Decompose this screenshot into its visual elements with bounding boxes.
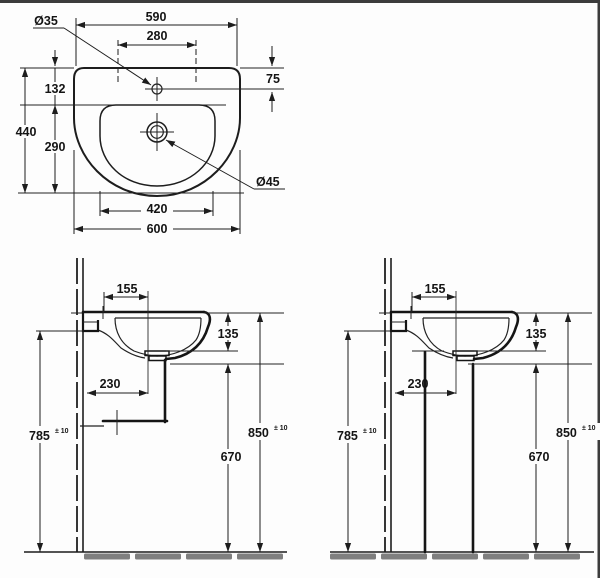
drain-flange (452, 350, 478, 357)
reference-lines (344, 312, 592, 365)
dim-420-label: 420 (147, 202, 168, 216)
drain-flange (144, 350, 170, 357)
bowl-outline (99, 104, 216, 187)
dim-132-label: 132 (45, 82, 66, 96)
dim-785: 785 ± 10 (335, 331, 382, 552)
drain-hole (140, 113, 174, 151)
frame-top (0, 0, 600, 3)
dim-280: 280 (117, 29, 197, 82)
dim-230-label: 230 (100, 377, 121, 391)
dim-850-label: 850 (248, 426, 269, 440)
side-view-wall-drain: 155 230 135 670 850 ± 10 785 ± 10 (24, 258, 293, 560)
frame-right (597, 0, 600, 578)
side-view-floor-drain: 155 230 135 670 850 ± 10 785 ± 10 (330, 258, 600, 560)
dim-600: 600 (73, 150, 241, 236)
dim-785-tolerance: ± 10 (363, 428, 377, 435)
dim-785-label: 785 (337, 429, 358, 443)
dim-280-label: 280 (147, 29, 168, 43)
dim-670: 670 (527, 364, 552, 552)
top-view: 590 280 75 132 290 (13, 10, 285, 236)
dim-440-label: 440 (16, 125, 37, 139)
dim-290-label: 290 (45, 140, 66, 154)
dim-135: 135 (217, 313, 239, 351)
dim-785-label: 785 (29, 429, 50, 443)
dim-670: 670 (219, 364, 244, 552)
basin-section (379, 291, 520, 394)
tap-hole-diameter-label: Ø35 (34, 14, 58, 28)
dim-135-label: 135 (526, 327, 547, 341)
basin-section (71, 291, 212, 394)
dim-290: 290 (42, 105, 68, 193)
dim-75: 75 (263, 46, 283, 112)
dim-785-tolerance: ± 10 (55, 428, 69, 435)
dim-590: 590 (75, 10, 238, 66)
dim-670-label: 670 (221, 450, 242, 464)
drain-diameter-leader: Ø45 (165, 139, 285, 190)
dim-590-label: 590 (146, 10, 167, 24)
dim-600-label: 600 (147, 222, 168, 236)
dim-850: 850 ± 10 (554, 313, 600, 552)
basin-outline (73, 67, 241, 198)
tap-hole (151, 77, 163, 101)
dim-670-label: 670 (529, 450, 550, 464)
dim-785: 785 ± 10 (27, 331, 74, 552)
wall-drain-pipe (80, 358, 169, 435)
dim-132: 132 (42, 50, 68, 105)
dim-230: 230 (395, 377, 456, 397)
dim-155: 155 (103, 282, 148, 312)
dim-420: 420 (99, 191, 214, 216)
dim-850-tolerance: ± 10 (274, 425, 288, 432)
floor-hatch (84, 553, 283, 560)
dim-230: 230 (87, 377, 148, 397)
dim-850-label: 850 (556, 426, 577, 440)
dim-155-label: 155 (117, 282, 138, 296)
drain-diameter-label: Ø45 (256, 175, 280, 189)
dim-850: 850 ± 10 (246, 313, 293, 552)
dim-230-label: 230 (408, 377, 429, 391)
dim-155: 155 (411, 282, 456, 312)
floor-drain-pipes (412, 350, 475, 554)
dim-155-label: 155 (425, 282, 446, 296)
dim-135-label: 135 (218, 327, 239, 341)
dim-850-tolerance: ± 10 (582, 425, 596, 432)
dim-75-label: 75 (266, 72, 280, 86)
dim-135: 135 (525, 313, 547, 351)
floor-hatch (330, 553, 580, 560)
dim-440: 440 (13, 68, 39, 193)
tap-diameter-leader: Ø35 (33, 14, 152, 86)
